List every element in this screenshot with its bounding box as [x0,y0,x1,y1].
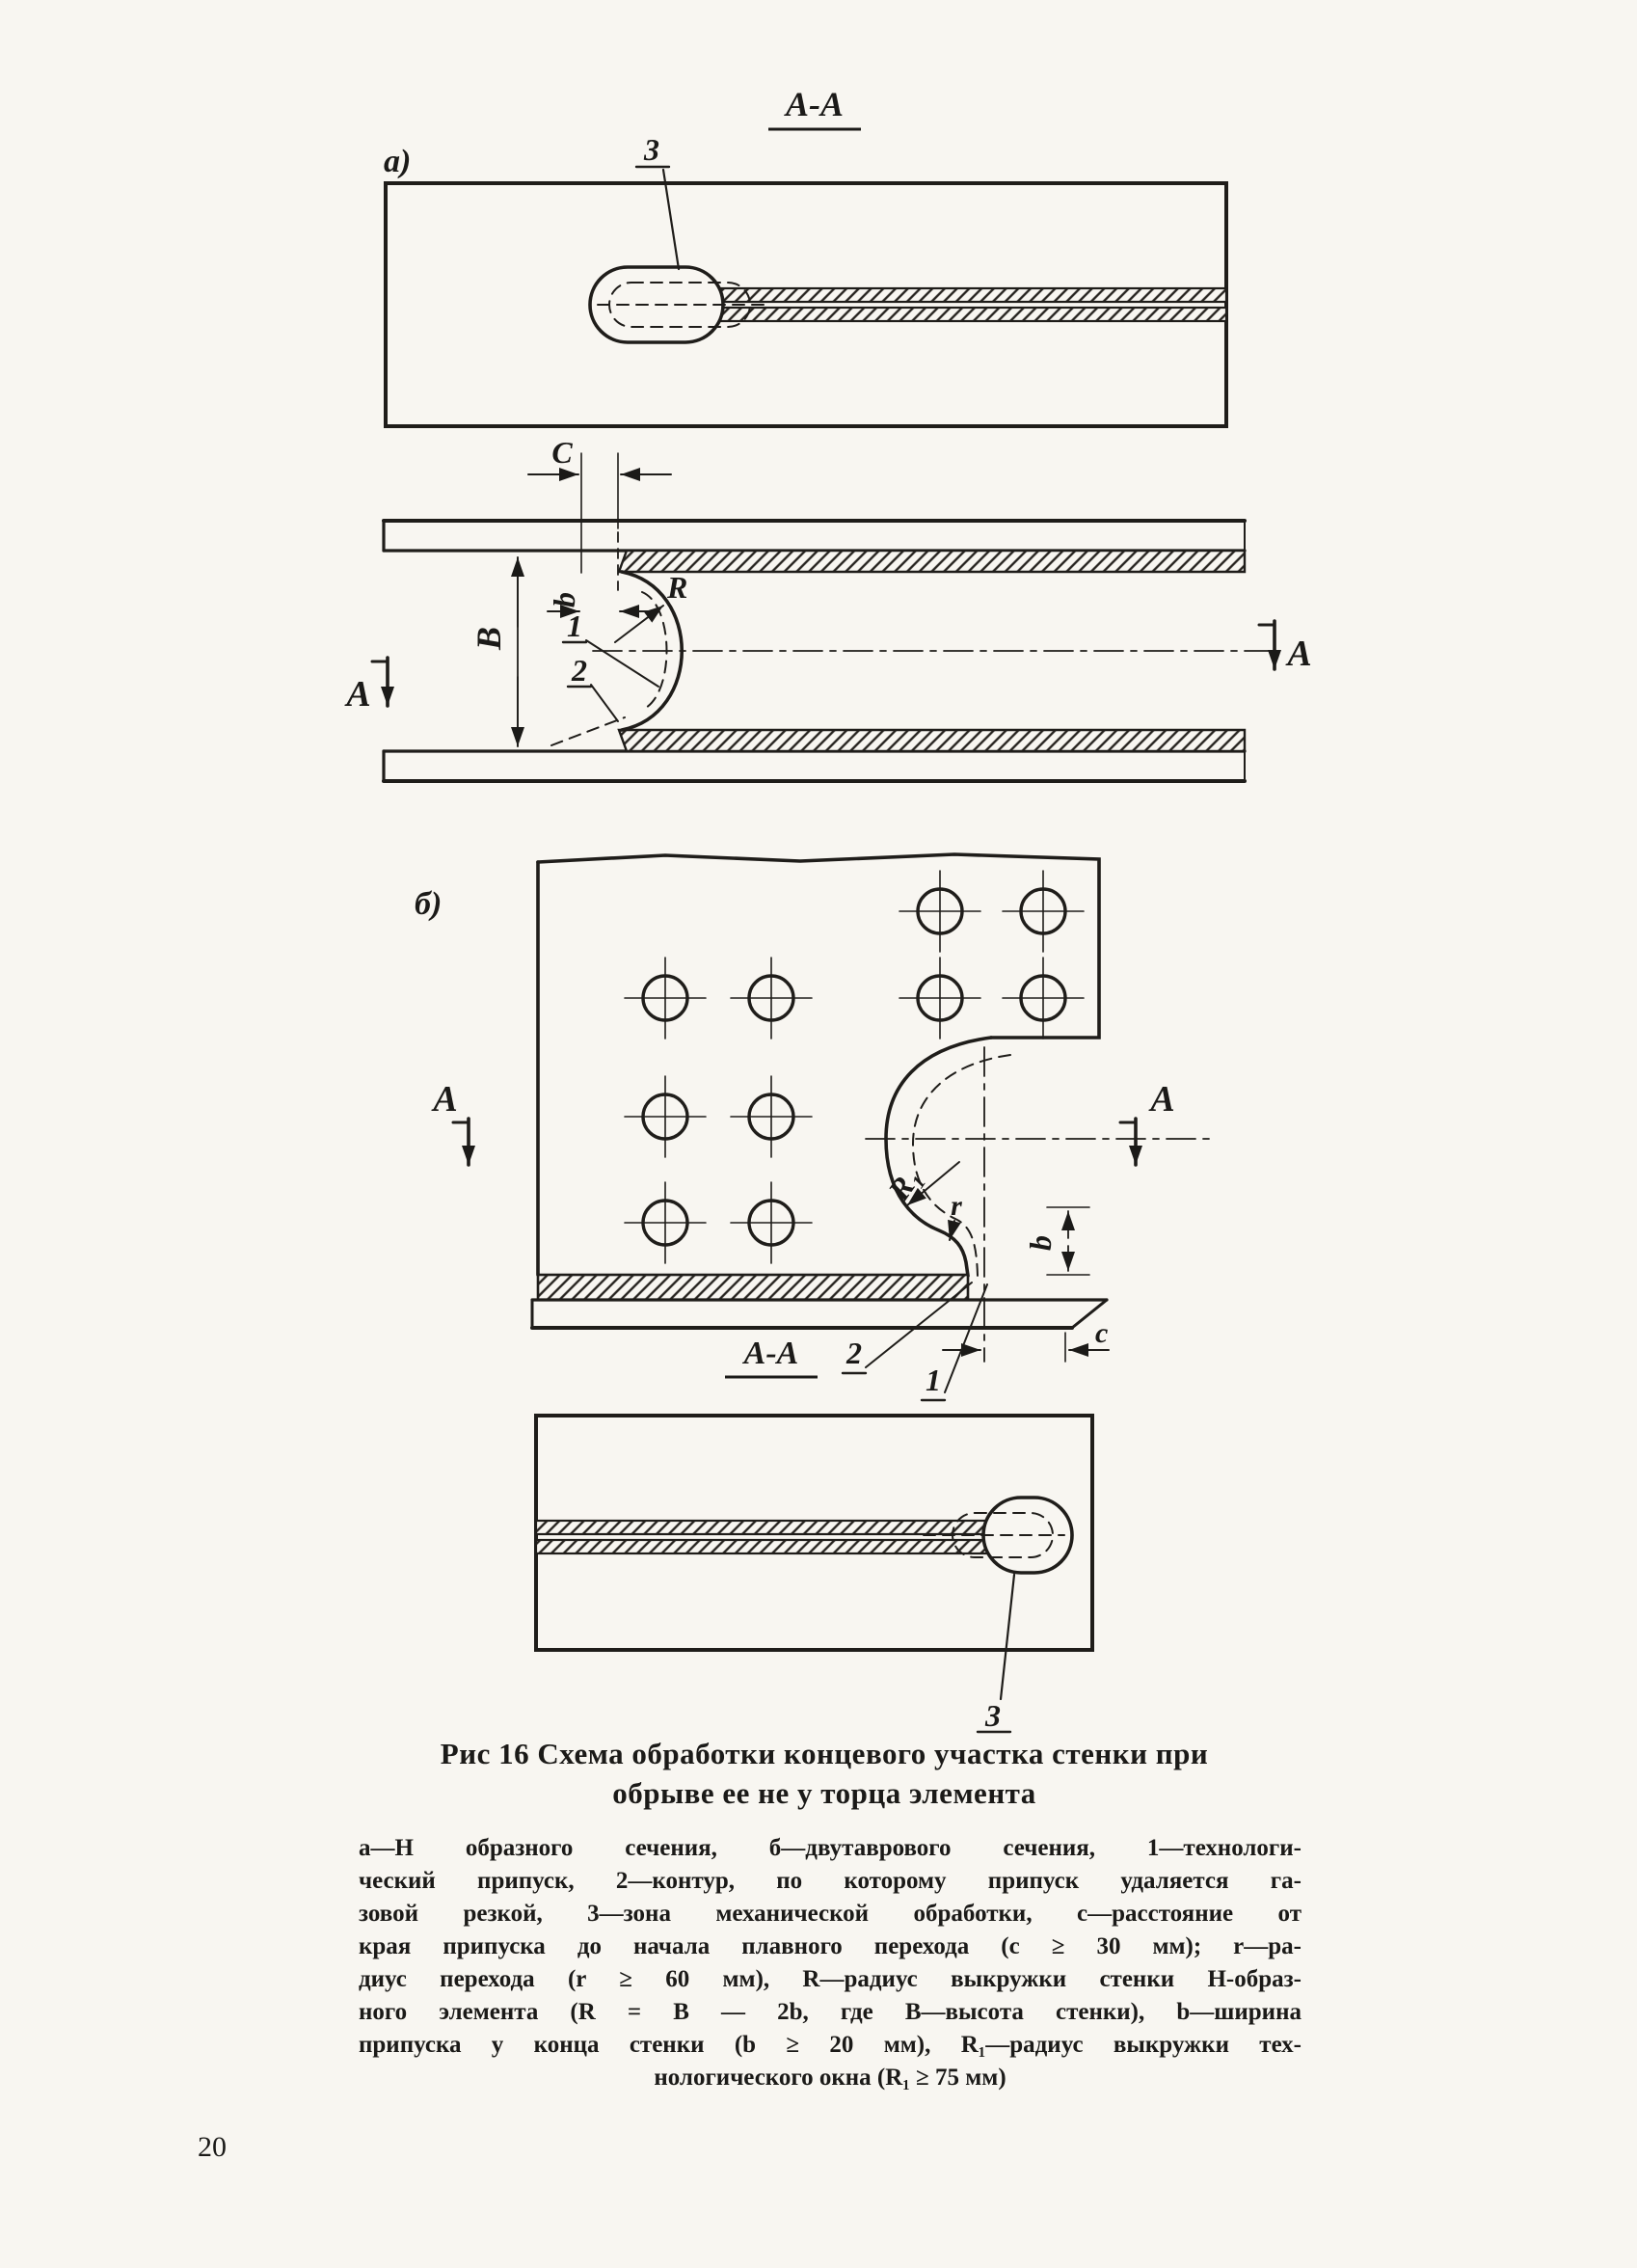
radius-R1-leader [906,1161,960,1206]
section-letter-right-elevation: А [1285,634,1311,674]
bottom-flange [382,728,1247,783]
top-weld-strip [617,549,1247,574]
section-mark-right-elevation [1257,619,1281,671]
gas-cut-dashed-contour-b [911,1054,1011,1277]
legend-line: ного элемента (R = В — 2b, где В—высота … [359,1999,1302,2025]
legend-line: диус перехода (r ≥ 60 мм), R—радиус выкр… [359,1966,1302,1992]
callout-2-leader [590,684,619,722]
figure-caption-line-1: Рис 16 Схема обработки концевого участка… [440,1737,1209,1770]
page-number: 20 [198,2131,227,2163]
figure-caption: Рис 16 Схема обработки концевого участка… [337,1734,1311,1813]
drawing-elevation-h-section [370,452,1281,783]
section-letter-right-b: А [1148,1079,1174,1120]
callout-2-elevation: 2 [571,653,587,688]
callout-2-leader-b [865,1282,973,1368]
bottom-weld-strip-b [536,1273,970,1302]
legend-line: зовой резкой, 3—зона механической обрабо… [359,1901,1302,1927]
dimension-b-plan [1046,1206,1090,1276]
dim-label-C: C [551,435,573,470]
callout-2-plan: 2 [845,1336,862,1370]
callout-3-leader-2 [999,1573,1016,1701]
dim-label-B: B [470,627,508,651]
callout-3-leader [661,168,681,271]
section-mark-left-b [451,1117,475,1167]
callout-1-leader-b [944,1283,988,1393]
legend-line: а—Н образного сечения, б—двутаврового се… [359,1835,1302,1861]
bottom-flange-plan [530,1298,1109,1330]
radius-label-r: r [951,1190,962,1222]
window-fillet-solid-contour [884,1036,993,1278]
web-weld-band-2 [534,1519,1006,1555]
drawing-plan-h-section [384,165,1228,428]
dimension-c [942,1332,1110,1363]
dim-label-b-elevation: b [547,592,581,608]
callout-1-leader [585,639,659,688]
drawing-plate-view-b [451,852,1212,1402]
section-mark-left-elevation [370,656,394,708]
radius-r-leader [948,1219,961,1241]
figure-legend: а—Н образного сечения, б—двутаврового се… [359,1832,1302,2094]
dimension-C [527,452,672,574]
bolt-holes [624,870,1085,1264]
drawing-plan-i-beam [534,1414,1094,1734]
view-label-b: б) [415,886,442,922]
section-title-mid: А-А [725,1336,818,1379]
figure-caption-line-2: обрыве ее не у торца элемента [612,1776,1036,1810]
top-flange [382,519,1247,574]
radius-label-R: R [666,570,687,605]
section-label-aa-top: А-А [784,85,844,123]
flange-plate-outline [384,181,1228,428]
section-letter-left-b: А [431,1079,457,1120]
dim-label-b-plan: b [1023,1235,1058,1251]
legend-line: ческий припуск, 2—контур, по которому пр… [359,1868,1302,1894]
section-letter-left-elevation: А [344,674,370,715]
callout-3-top: 3 [643,132,659,167]
callout-3-bottom: 3 [984,1698,1001,1733]
dim-label-c: c [1095,1317,1108,1349]
legend-line: нологического окна (R₁ ≥ 75 мм) [654,2065,1006,2091]
legend-line: края припуска до начала плавного переход… [359,1933,1302,1959]
plate-top-right-outline [536,852,1101,1040]
callout-1-plan: 1 [926,1363,941,1397]
dashed-bottom-contour [550,716,626,746]
section-label-aa-mid: А-А [742,1336,799,1371]
section-title-top: А-А [768,85,861,131]
bottom-weld-strip [617,728,1247,753]
radius-R-leader [614,605,664,643]
section-mark-right-b [1118,1117,1142,1167]
legend-line: припуска у конца стенки (b ≥ 20 мм), R₁—… [359,2032,1302,2058]
callout-1-elevation: 1 [567,608,582,643]
view-label-a: а) [384,144,411,179]
